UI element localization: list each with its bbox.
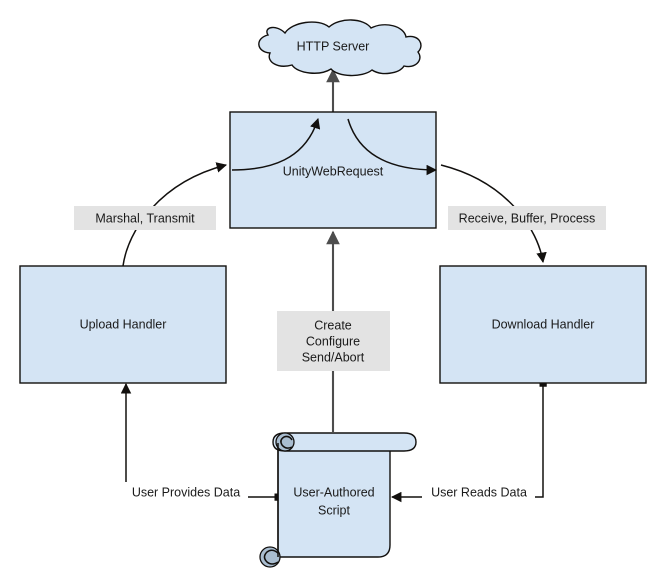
node-unitywebrequest[interactable]: UnityWebRequest xyxy=(229,111,438,229)
node-label-user-authored-script-line1: User-Authored xyxy=(293,485,374,499)
edge-label-user-reads-data: User Reads Data xyxy=(422,482,535,503)
node-label-unitywebrequest: UnityWebRequest xyxy=(283,164,384,178)
edge-label-user-reads-data-text: User Reads Data xyxy=(431,485,527,499)
node-label-user-authored-script-line2: Script xyxy=(318,503,350,517)
node-label-upload-handler: Upload Handler xyxy=(80,317,167,331)
node-download-handler[interactable]: Download Handler xyxy=(439,265,647,384)
edge-label-receive-buffer-process-text: Receive, Buffer, Process xyxy=(459,211,596,225)
edge-label-create-line: Create xyxy=(314,318,352,332)
node-label-download-handler: Download Handler xyxy=(492,317,595,331)
edge-script-to-upload xyxy=(120,382,282,501)
edge-label-user-provides-data: User Provides Data xyxy=(124,482,248,503)
node-upload-handler[interactable]: Upload Handler xyxy=(19,265,227,384)
node-label-http-server: HTTP Server xyxy=(297,39,370,53)
edge-label-create-configure-send: Create Configure Send/Abort xyxy=(277,311,390,371)
node-user-authored-script[interactable]: User-Authored Script xyxy=(259,432,417,568)
edge-label-receive-buffer-process: Receive, Buffer, Process xyxy=(448,206,606,230)
edge-label-marshal-transmit: Marshal, Transmit xyxy=(74,206,216,230)
edge-label-user-provides-data-text: User Provides Data xyxy=(132,485,240,499)
edge-label-marshal-transmit-text: Marshal, Transmit xyxy=(95,211,195,225)
node-http-server[interactable]: HTTP Server xyxy=(258,19,422,77)
edge-label-configure-line: Configure xyxy=(306,334,360,348)
edge-label-send-abort-line: Send/Abort xyxy=(302,350,365,364)
